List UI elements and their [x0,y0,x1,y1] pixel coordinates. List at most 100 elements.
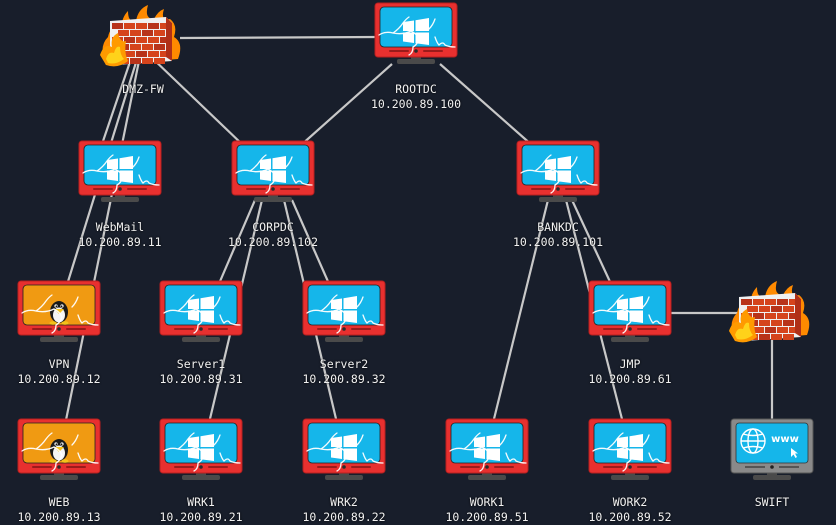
node-ip-address: 10.200.89.13 [17,510,101,524]
windows-host-icon[interactable] [158,279,244,349]
node-hostname: BANKDC [537,220,579,234]
windows-host-icon[interactable] [230,139,316,209]
monitor-stand [40,337,78,342]
node-hostname: WORK1 [469,495,505,509]
node-ip-address: 10.200.89.21 [159,510,243,524]
node-hostname: DMZ-FW [122,82,164,96]
lightning-effect [378,16,456,56]
globe-icon [740,428,766,454]
lightning-effect [520,154,598,194]
cursor-icon [791,448,798,458]
windows-host-icon[interactable] [301,417,387,487]
windows-host-icon[interactable] [373,1,459,71]
windows-logo [403,18,429,45]
node-hostname: JMP [619,357,641,371]
link-bankdc-jmp [571,199,613,287]
link-dmzfw-webmail [98,55,134,151]
windows-logo [107,156,133,183]
node-label: SWIFT [702,495,836,510]
node-ip-address: 10.200.89.31 [159,372,243,386]
monitor-stand [40,475,78,480]
monitor-stand [325,475,363,480]
windows-logo [331,434,357,461]
link-corpdc-server1 [216,199,257,287]
node-ip-address: 10.200.89.22 [302,510,386,524]
windows-host-icon[interactable] [587,279,673,349]
monitor-stand [101,197,139,202]
node-hostname: WORK2 [612,495,648,509]
node-ip-address: 10.200.89.51 [445,510,529,524]
windows-logo [260,156,286,183]
windows-host-icon[interactable] [301,279,387,349]
monitor-stand [397,59,435,64]
lightning-effect [163,432,241,472]
windows-host-icon[interactable] [515,139,601,209]
firewall-icon[interactable] [727,279,817,353]
lightning-effect [306,432,384,472]
monitor-stand [325,337,363,342]
link-dmzfw-web [64,55,142,421]
node-hostname: WebMail [95,220,145,234]
link-dmzfw-rootdc [179,35,379,40]
windows-logo [617,296,643,323]
windows-host-icon[interactable] [444,417,530,487]
node-ip-address: 10.200.89.12 [17,372,101,386]
monitor-stand [539,197,577,202]
node-hostname: Server1 [176,357,226,371]
node-ip-address: 10.200.89.11 [78,235,162,249]
windows-host-icon[interactable] [77,139,163,209]
node-hostname: VPN [48,357,70,371]
lightning-effect [592,294,670,334]
lightning-effect [592,432,670,472]
windows-host-icon[interactable] [587,417,673,487]
lightning-effect [449,432,527,472]
lightning-effect [163,294,241,334]
link-rootdc-corpdc [299,63,393,147]
linux-host-icon[interactable] [16,279,102,349]
monitor-stand [182,337,220,342]
www-text: www [771,434,799,445]
node-hostname: WEB [48,495,70,509]
monitor-stand [254,197,292,202]
node-ip-address: 10.200.89.102 [227,235,318,249]
node-hostname: WRK1 [187,495,215,509]
node-hostname: SWIFT [754,495,790,509]
windows-logo [188,434,214,461]
web-server-icon[interactable]: www [729,417,815,487]
lightning-effect [21,294,99,334]
monitor-stand [182,475,220,480]
lightning-effect [235,154,313,194]
node-ip-address: 10.200.89.52 [588,510,672,524]
lightning-effect [306,294,384,334]
windows-logo [617,434,643,461]
monitor-stand [611,337,649,342]
windows-host-icon[interactable] [158,417,244,487]
linux-host-icon[interactable] [16,417,102,487]
firewall-icon[interactable] [98,3,188,77]
node-hostname: ROOTDC [395,82,437,96]
link-bankdc-work1 [491,199,550,424]
link-dmzfw-corpdc [149,55,245,147]
node-label: DMZ-FW [73,82,213,97]
node-ip-address: 10.200.89.61 [588,372,672,386]
lightning-effect [82,154,160,194]
link-corpdc-server2 [290,199,332,287]
windows-logo [331,296,357,323]
node-ip-address: 10.200.89.32 [302,372,386,386]
node-ip-address: 10.200.89.101 [512,235,603,249]
